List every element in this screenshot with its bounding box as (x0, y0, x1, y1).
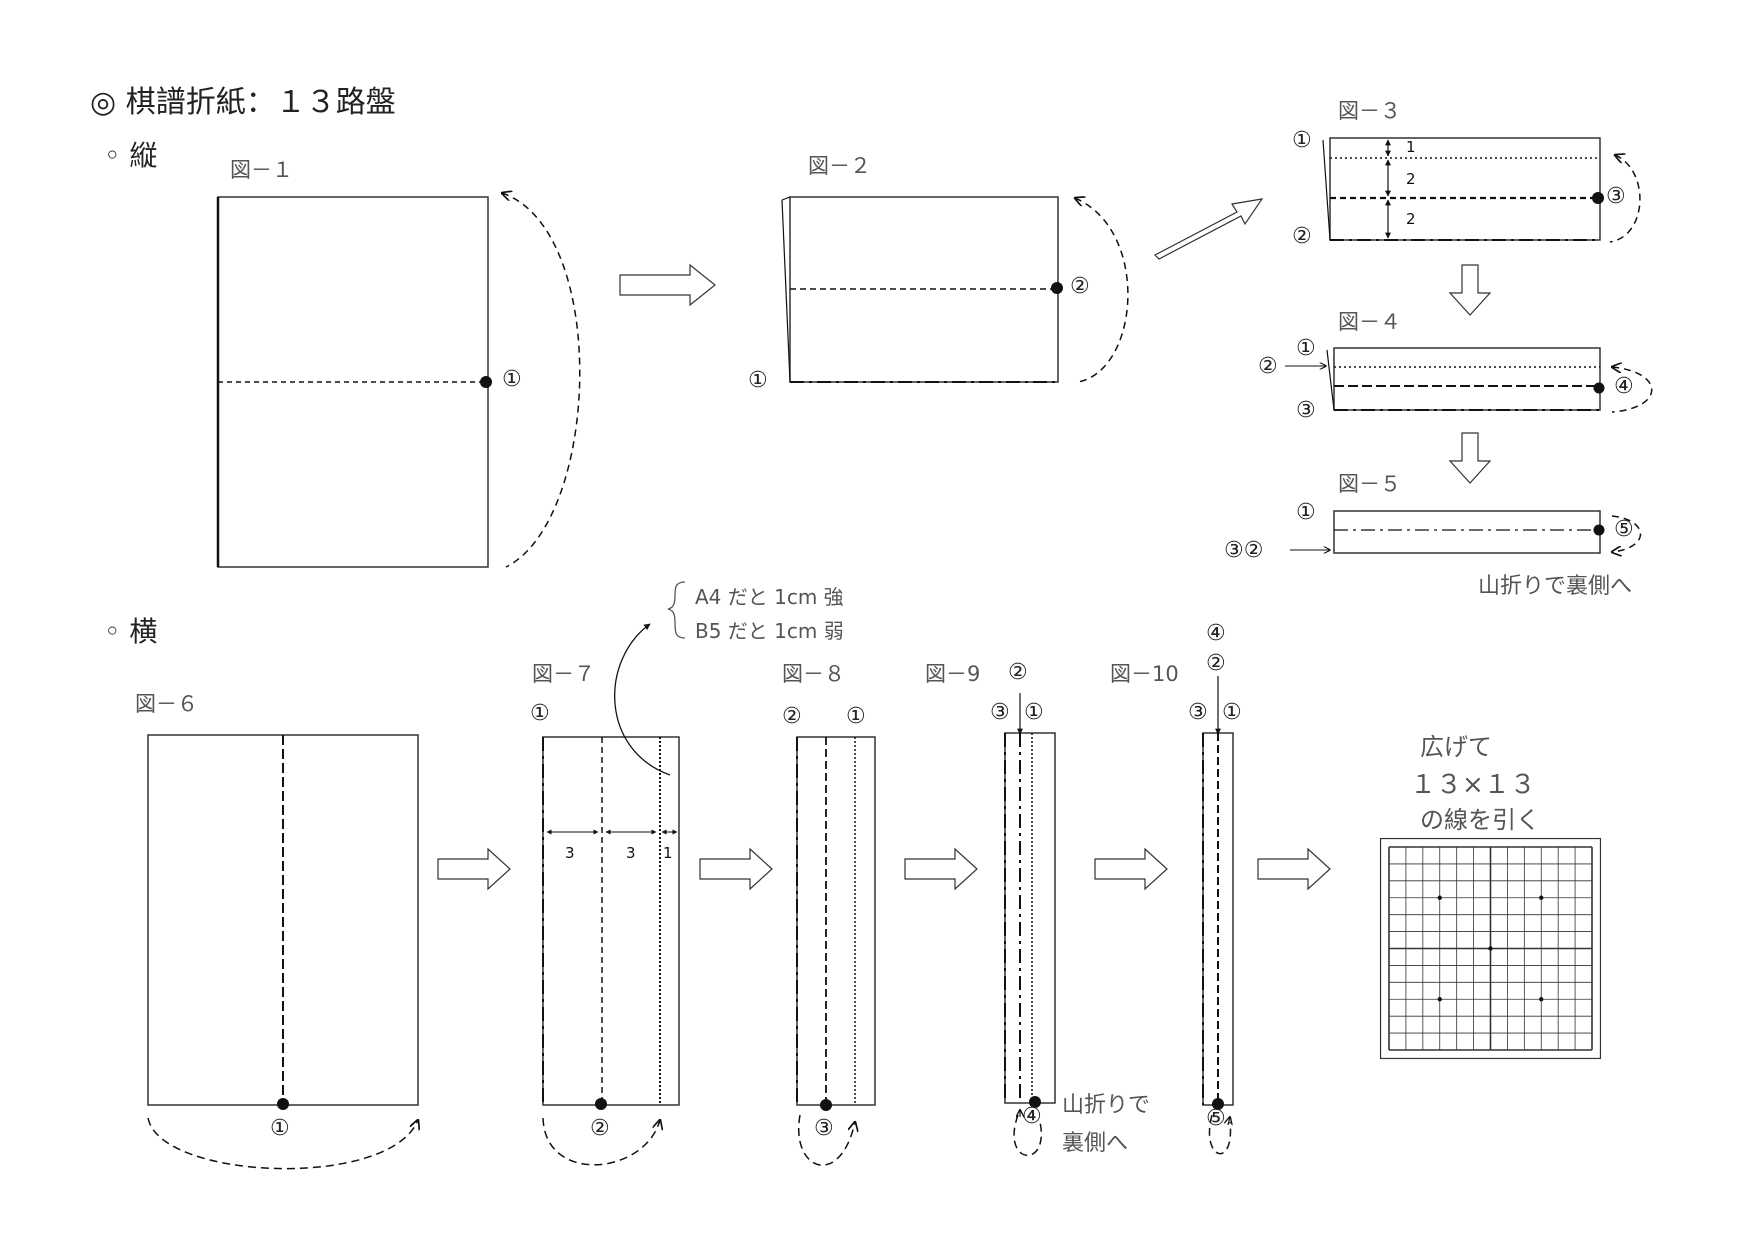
figure-1-sheet (216, 193, 581, 568)
mark-3-fig10: ③ (1188, 700, 1208, 725)
step-arrow-2 (1153, 198, 1264, 260)
mark-2-fig9: ② (1008, 660, 1028, 685)
mark-5-fig10: ⑤ (1206, 1106, 1226, 1131)
figure-6-sheet (147, 734, 418, 1170)
step-arrow-5 (437, 847, 511, 891)
result-line-3: の線を引く (1420, 806, 1540, 834)
figure-2-sheet (781, 197, 1129, 383)
mark-1-fig1: ① (502, 367, 522, 392)
note-mountain-fold-l2: 裏側へ (1062, 1131, 1129, 1156)
note-a4: A4 だと 1cm 強 (695, 585, 844, 609)
dim-2b-fig3: 2 (1406, 210, 1416, 228)
mark-1-fig3: ① (1292, 128, 1312, 153)
note-b5: B5 だと 1cm 弱 (695, 619, 844, 643)
figure-8-label: 図－８ (782, 662, 845, 686)
dim-3a-fig7: 3 (565, 844, 575, 862)
figure-4-sheet (1285, 347, 1653, 413)
mark-4-fig10: ④ (1206, 621, 1226, 646)
dim-2a-fig3: 2 (1406, 170, 1416, 188)
figure-7-label: 図－７ (532, 662, 595, 686)
note-mountain-fold-l1: 山折りで (1062, 1093, 1151, 1118)
dim-3b-fig7: 3 (626, 844, 636, 862)
mark-1-fig8: ① (846, 704, 866, 729)
mark-3-fig3: ③ (1606, 184, 1626, 209)
mark-5-fig5: ⑤ (1614, 517, 1634, 542)
figure-6-label: 図－６ (135, 692, 198, 716)
mark-1-fig2: ① (748, 368, 768, 393)
step-arrow-9 (1257, 847, 1331, 891)
dim-1-fig7: 1 (663, 844, 673, 862)
figure-10-label: 図－10 (1110, 662, 1179, 686)
figure-9-sheet (1004, 693, 1056, 1157)
figure-5-label: 図－５ (1338, 472, 1401, 496)
mark-32-fig5: ③② (1224, 538, 1264, 563)
step-arrow-8 (1094, 847, 1168, 891)
board-star-point (1437, 895, 1442, 900)
figure-2-label: 図－２ (808, 154, 871, 178)
result-line-1: 広げて (1420, 733, 1492, 761)
go-board-13x13 (1379, 837, 1602, 1060)
mark-1-fig9: ① (1024, 700, 1044, 725)
figure-1-label: 図－１ (230, 158, 293, 182)
mark-2-fig3: ② (1292, 224, 1312, 249)
note-mountain-fold-top: 山折りで裏側へ (1478, 574, 1633, 599)
mark-1-fig4: ① (1296, 336, 1316, 361)
figure-9-label: 図－9 (925, 662, 981, 686)
mark-2-fig2: ② (1070, 274, 1090, 299)
board-star-point (1539, 895, 1544, 900)
section-vertical: ◦ 縦 (104, 139, 158, 172)
figure-4-label: 図－４ (1338, 310, 1401, 334)
board-star-point (1539, 997, 1544, 1002)
figure-10-sheet (1202, 676, 1234, 1155)
section-horizontal: ◦ 横 (104, 615, 158, 648)
mark-1-fig5: ① (1296, 500, 1316, 525)
mark-3-fig8: ③ (814, 1116, 834, 1141)
page-title: ◎ 棋譜折紙：１３路盤 (90, 85, 396, 120)
mark-1-fig7: ① (530, 701, 550, 726)
mark-3-fig9: ③ (990, 700, 1010, 725)
mark-2-fig7: ② (590, 1116, 610, 1141)
figure-3-sheet (1322, 137, 1641, 243)
mark-2-fig8: ② (782, 704, 802, 729)
step-arrow-3 (1448, 264, 1492, 316)
figure-5-sheet (1290, 510, 1642, 553)
mark-4-fig9: ④ (1022, 1104, 1042, 1129)
step-arrow-7 (904, 847, 978, 891)
step-arrow-1 (619, 263, 716, 307)
mark-1-fig10: ① (1222, 700, 1242, 725)
result-line-2: １３×１３ (1410, 770, 1536, 800)
figure-8-sheet (796, 736, 876, 1166)
mark-1-fig6: ① (270, 1116, 290, 1141)
mark-3-fig4: ③ (1296, 398, 1316, 423)
mark-2-fig10: ② (1206, 651, 1226, 676)
dim-1-fig3: 1 (1406, 138, 1416, 156)
mark-2-fig4: ② (1258, 354, 1278, 379)
figure-3-label: 図－３ (1338, 99, 1401, 123)
board-star-point (1437, 997, 1442, 1002)
board-outer-border (1379, 837, 1602, 1060)
board-star-point (1488, 946, 1493, 951)
step-arrow-6 (699, 847, 773, 891)
mark-4-fig4: ④ (1614, 374, 1634, 399)
figure-7-sheet (542, 581, 686, 1166)
step-arrow-4 (1448, 432, 1492, 484)
